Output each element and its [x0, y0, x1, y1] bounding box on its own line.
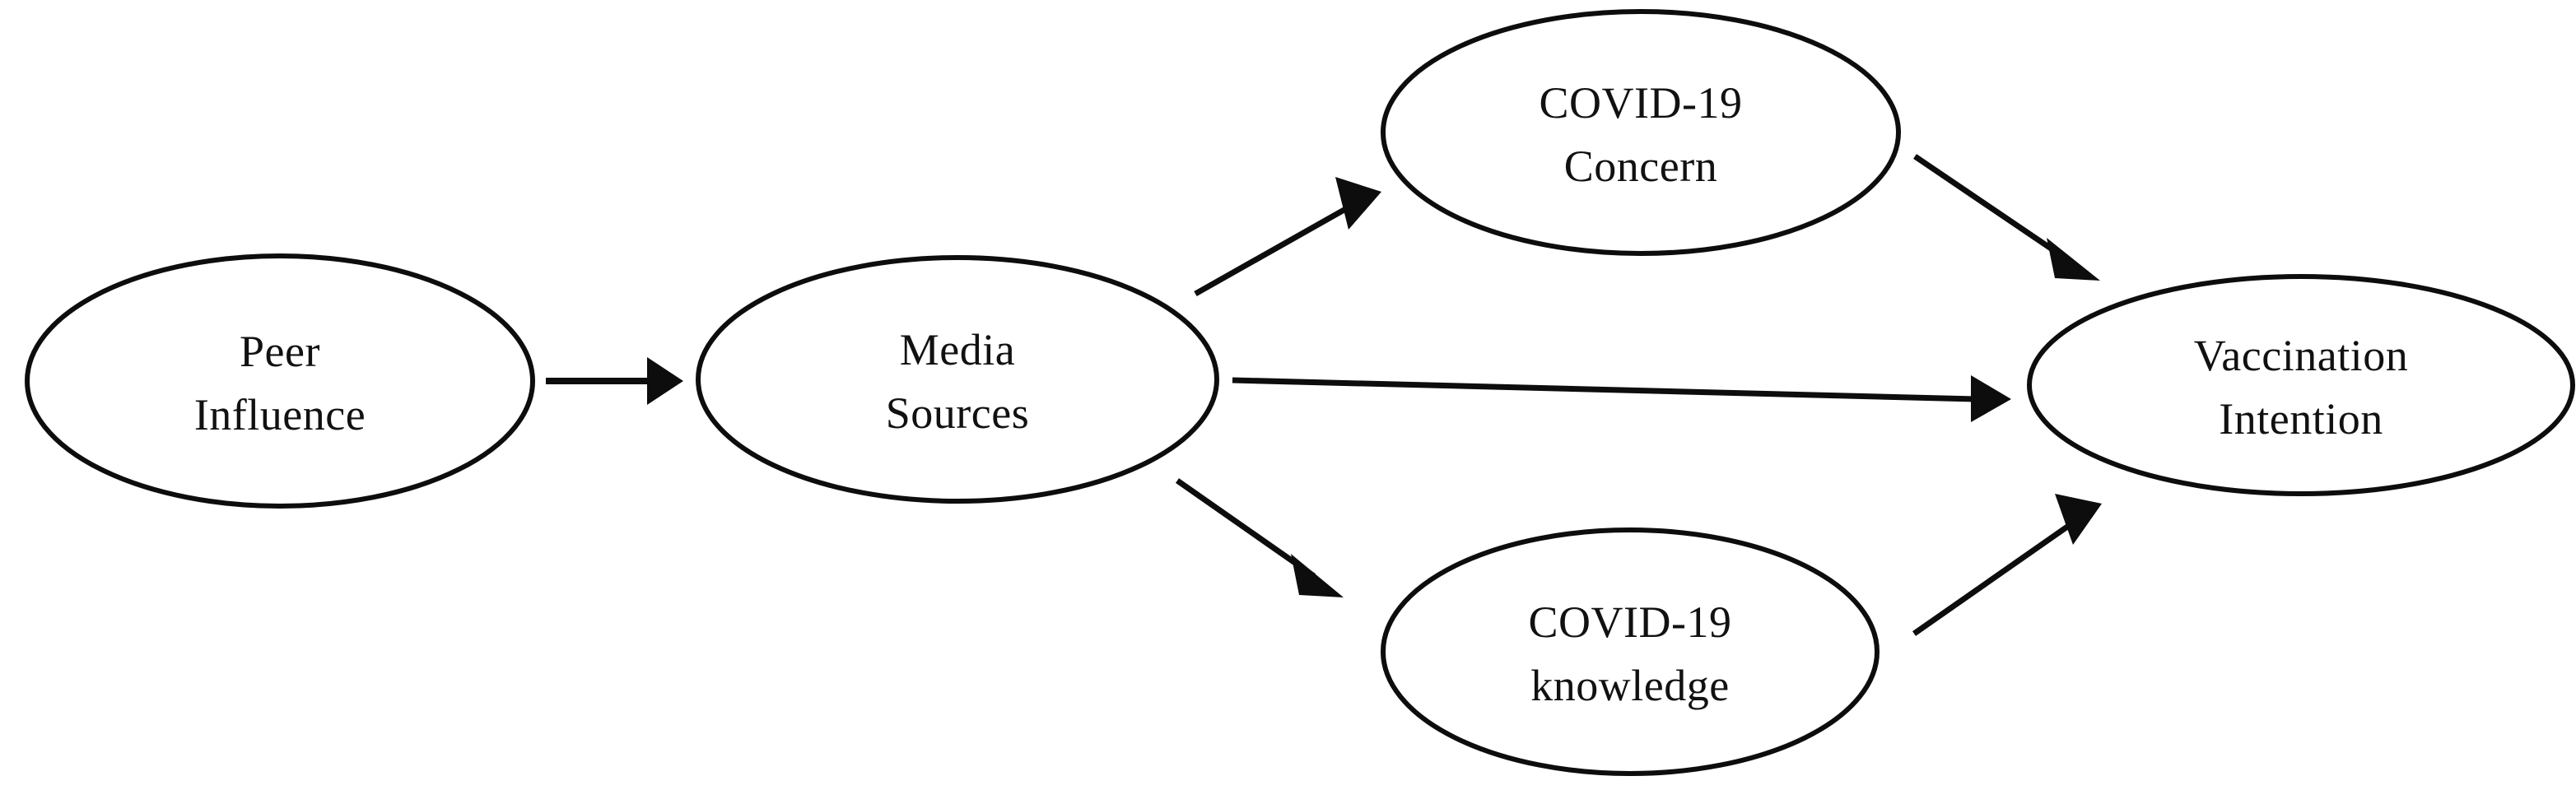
node-label-line2: Sources [886, 388, 1029, 438]
node-shape-ellipse[interactable] [25, 253, 535, 509]
arrow-head-icon [2047, 238, 2100, 281]
node-label-line1: Media [900, 325, 1015, 374]
edge-media-sources-to-vaccination-intention [1232, 375, 2011, 422]
node-label-line2: Intention [2219, 394, 2383, 444]
node-label-line2: Concern [1564, 142, 1717, 191]
node-label-line1: Peer [240, 327, 320, 376]
node-label-line1: COVID-19 [1540, 78, 1743, 128]
node-shape-ellipse[interactable] [696, 255, 1219, 504]
arrow-head-icon [1971, 375, 2011, 422]
node-label-line2: knowledge [1530, 661, 1729, 710]
node-label-line1: Vaccination [2194, 331, 2408, 380]
arrow-head-icon [2055, 494, 2102, 545]
arrow-head-icon [1291, 554, 1344, 597]
edge-media-sources-to-covid-19-knowledge [1175, 478, 1344, 597]
node-media-sources[interactable]: Media Sources [696, 255, 1219, 504]
node-label-line1: COVID-19 [1529, 597, 1732, 647]
edge-line [1175, 478, 1316, 579]
edge-line [1913, 154, 2070, 263]
node-covid-19-knowledge[interactable]: COVID-19 knowledge [1381, 527, 1880, 776]
node-shape-ellipse[interactable] [1381, 527, 1880, 776]
edge-line [1194, 204, 1350, 297]
node-shape-ellipse[interactable] [2027, 274, 2575, 496]
edge-media-sources-to-covid-19-concern [1194, 177, 1381, 297]
node-peer-influence[interactable]: Peer Influence [25, 253, 535, 509]
edge-peer-influence-to-media-sources [546, 357, 683, 405]
node-vaccination-intention[interactable]: Vaccination Intention [2027, 274, 2575, 496]
node-shape-ellipse[interactable] [1381, 9, 1901, 256]
edge-covid-19-concern-to-vaccination-intention [1913, 154, 2100, 281]
node-covid-19-concern[interactable]: COVID-19 Concern [1381, 9, 1901, 256]
edge-covid-19-knowledge-to-vaccination-intention [1912, 494, 2102, 636]
node-label-line2: Influence [194, 390, 366, 439]
edge-line [1912, 523, 2072, 636]
arrow-head-icon [1335, 177, 1381, 230]
edge-line [1232, 377, 1977, 402]
arrow-head-icon [647, 357, 683, 405]
